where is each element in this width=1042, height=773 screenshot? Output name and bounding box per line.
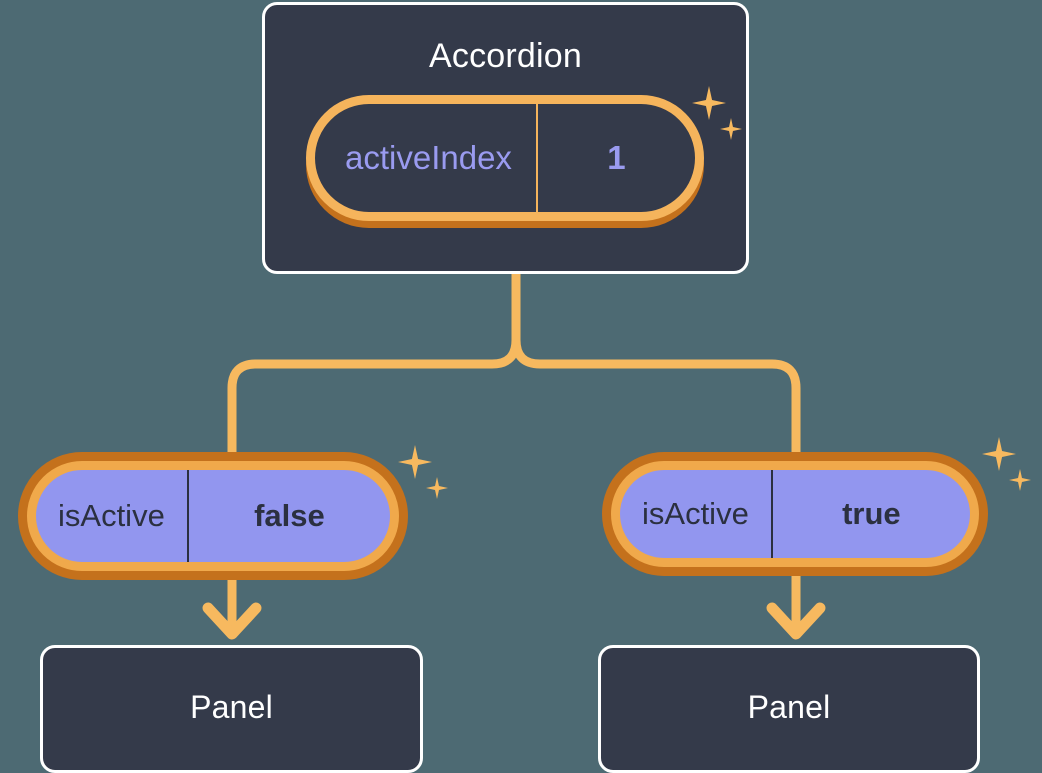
arrow-down-icon-left xyxy=(202,602,262,640)
prop-pill-key: isActive xyxy=(642,496,749,531)
state-pill-key: activeIndex xyxy=(345,139,512,176)
sparkle-icon xyxy=(398,445,432,479)
prop-pill-key: isActive xyxy=(58,498,165,533)
pill-divider xyxy=(186,470,189,562)
page-title: Accordion xyxy=(429,37,582,75)
panel-label: Panel xyxy=(747,689,831,725)
panel-component-card-left[interactable]: Panel xyxy=(40,645,423,773)
connector-branch-left xyxy=(227,339,521,462)
sparkle-icon-small xyxy=(1009,469,1031,491)
connector-branch-right xyxy=(511,339,801,462)
panel-label: Panel xyxy=(190,689,273,725)
prop-pill-value: false xyxy=(254,498,325,533)
prop-pill-value: true xyxy=(842,496,901,531)
arrow-down-icon-right xyxy=(766,602,826,640)
pill-divider xyxy=(770,470,773,558)
prop-pill-is-active-true[interactable]: isActive true xyxy=(611,461,979,567)
sparkle-icon-small xyxy=(426,477,448,499)
pill-divider xyxy=(535,104,538,212)
sparkle-icon xyxy=(982,437,1016,471)
prop-pill-is-active-false[interactable]: isActive false xyxy=(27,461,399,571)
state-pill-value: 1 xyxy=(607,139,626,176)
state-pill-active-index[interactable]: activeIndex 1 xyxy=(306,95,704,221)
panel-component-card-right[interactable]: Panel xyxy=(598,645,980,773)
